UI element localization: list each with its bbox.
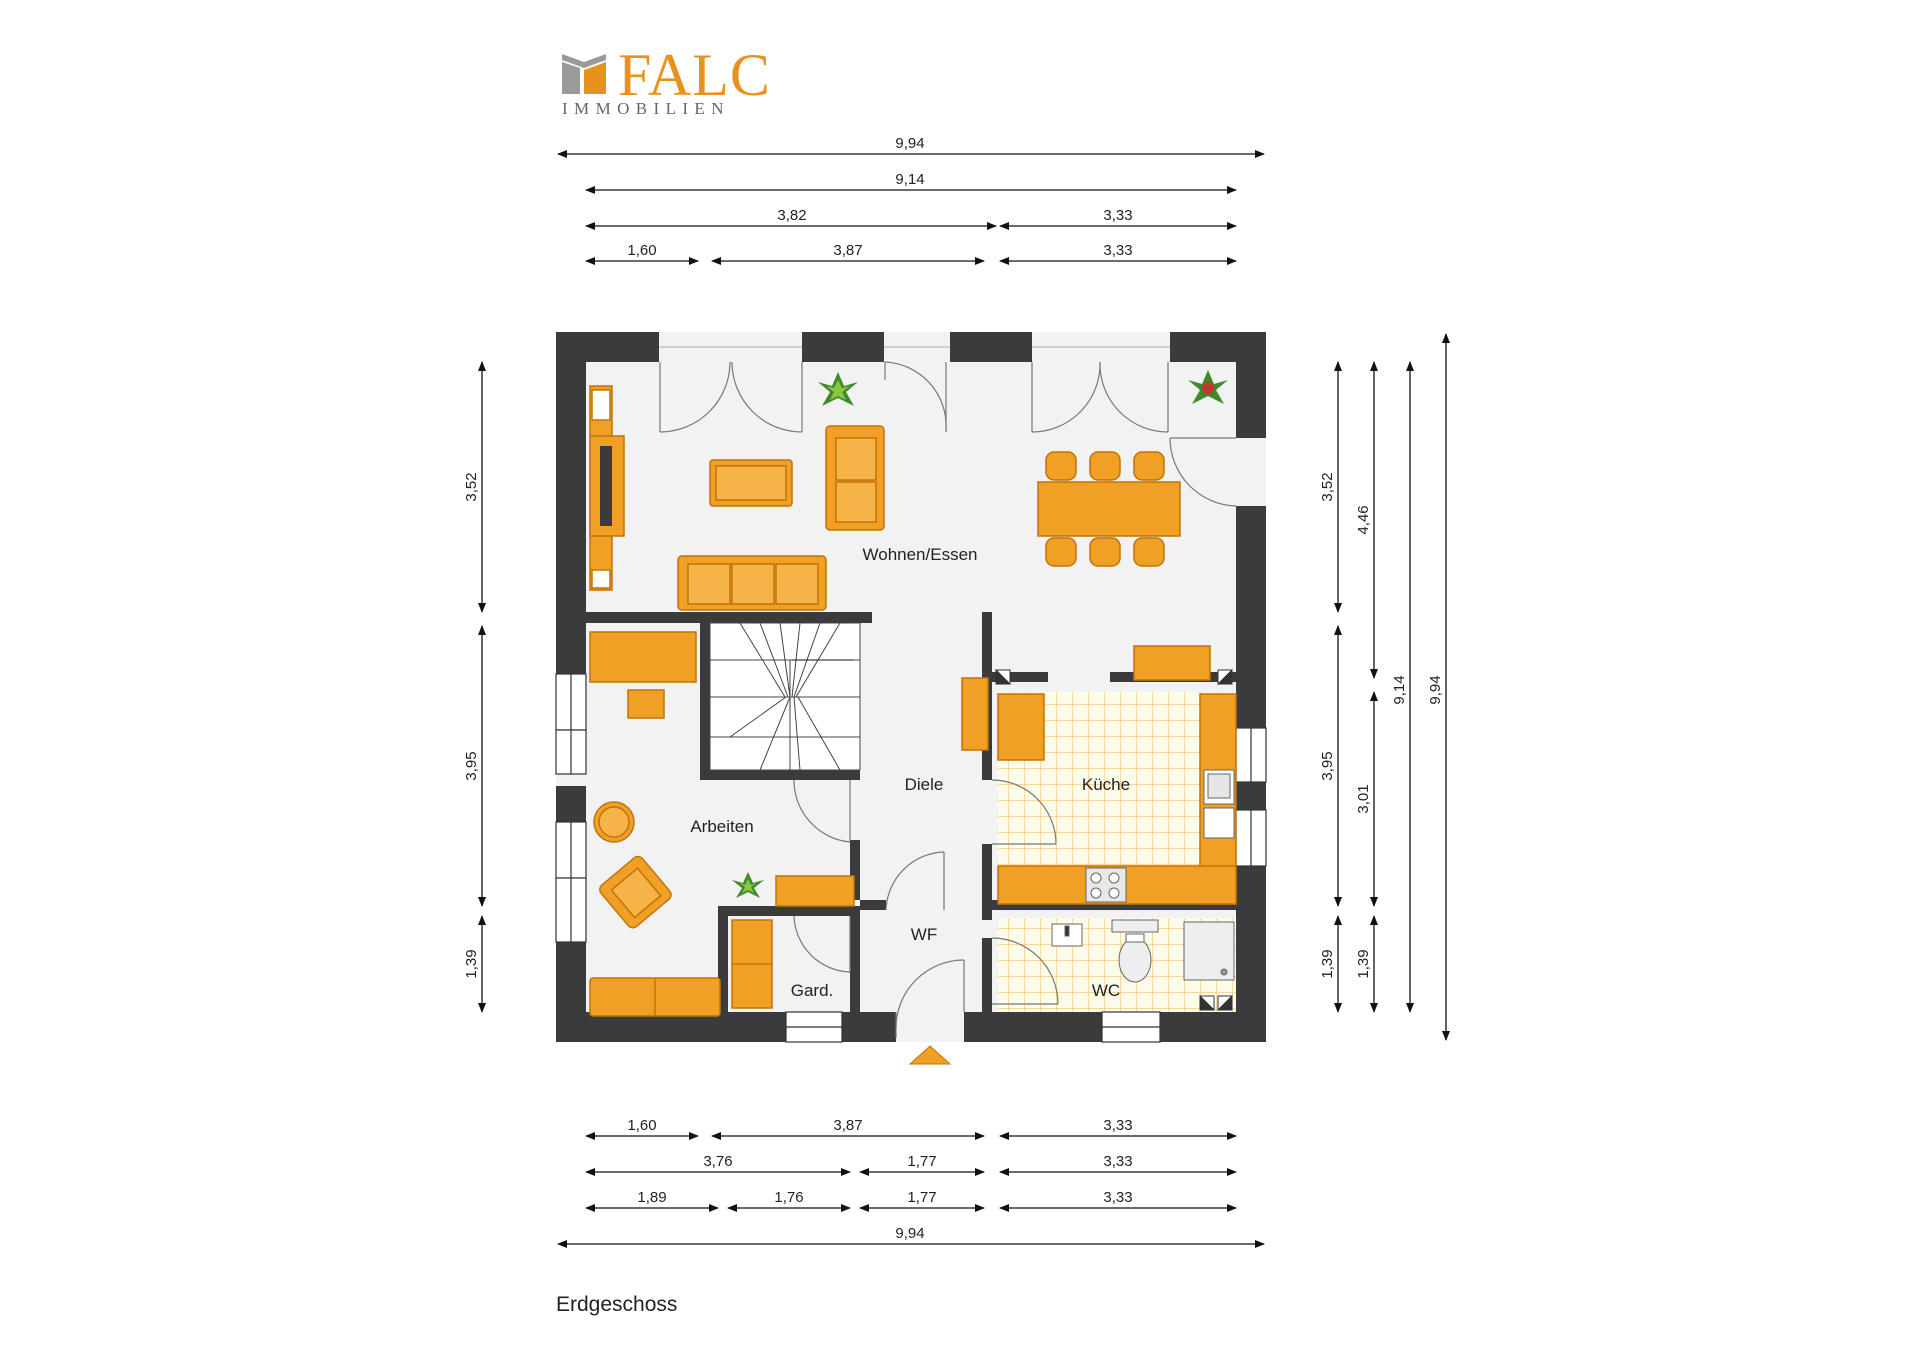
dim-right-c1-1: 3,52	[1319, 472, 1336, 501]
terrace-doors	[659, 346, 1237, 1038]
dim-bottom-seg3: 3,33	[1103, 1117, 1132, 1134]
dim-top-seg1: 1,60	[627, 242, 656, 259]
dimension-labels: 9,94 9,14 3,82 3,33 1,60 3,87 3,33 1,60 …	[463, 135, 1444, 1242]
dim-bottom-total: 9,94	[895, 1225, 924, 1242]
room-label-diele: Diele	[905, 775, 944, 794]
dim-right-c2-3: 1,39	[1355, 949, 1372, 978]
floor-caption: Erdgeschoss	[556, 1293, 678, 1316]
wc-fixtures	[1051, 919, 1235, 983]
dining-table	[1037, 481, 1181, 537]
plant-icon	[1188, 370, 1228, 404]
dim-right-c1-2: 3,95	[1319, 751, 1336, 780]
dim-left-1: 3,52	[463, 472, 480, 501]
dimension-lines	[478, 150, 1450, 1248]
kitchen-counter-left	[997, 693, 1045, 761]
dim-right-c2-2: 3,01	[1355, 784, 1372, 813]
room-label-gard: Gard.	[791, 981, 834, 1000]
dining-chairs	[1045, 451, 1165, 567]
dim-left-3: 1,39	[463, 949, 480, 978]
room-label-wc: WC	[1092, 981, 1120, 1000]
dim-top-left: 3,82	[777, 207, 806, 224]
kitchen-appliances	[1085, 769, 1235, 903]
dim-bottom-row3-d: 3,33	[1103, 1189, 1132, 1206]
windows	[555, 673, 1267, 1043]
sideboard	[775, 875, 855, 907]
plant-icon	[732, 872, 764, 898]
room-label-arbeiten: Arbeiten	[690, 817, 753, 836]
brand-logo: FALC IMMOBILIEN	[560, 40, 800, 125]
dim-right-c4: 9,94	[1427, 675, 1444, 704]
desk-chair	[627, 689, 665, 719]
staircase	[709, 622, 861, 771]
dim-bottom-row2-a: 3,76	[703, 1153, 732, 1170]
toilet-icon	[1111, 919, 1159, 933]
falc-logo-icon	[562, 54, 606, 94]
dim-top-seg2: 3,87	[833, 242, 862, 259]
dim-right-c2-1: 4,46	[1355, 505, 1372, 534]
dim-top-total: 9,94	[895, 135, 924, 152]
dim-right-c3: 9,14	[1391, 675, 1408, 704]
brand-name: FALC	[618, 42, 771, 108]
dim-bottom-row2-c: 3,33	[1103, 1153, 1132, 1170]
dim-bottom-row3-c: 1,77	[907, 1189, 936, 1206]
plant-icon	[818, 372, 858, 406]
dim-bottom-seg2: 3,87	[833, 1117, 862, 1134]
kitchen-bench	[1133, 645, 1211, 681]
dim-bottom-row3-b: 1,76	[774, 1189, 803, 1206]
dim-left-2: 3,95	[463, 751, 480, 780]
room-label-kueche: Küche	[1082, 775, 1130, 794]
diele-bench	[961, 677, 989, 751]
room-label-wohnen: Wohnen/Essen	[863, 545, 978, 564]
dim-top-seg3: 3,33	[1103, 242, 1132, 259]
armchair	[599, 855, 672, 929]
desk	[589, 631, 697, 683]
stove-icon	[1085, 867, 1127, 903]
walls	[556, 332, 1266, 1042]
entrance-arrow-icon	[908, 1045, 952, 1065]
dim-bottom-row2-b: 1,77	[907, 1153, 936, 1170]
dim-top-right: 3,33	[1103, 207, 1132, 224]
dim-bottom-row3-a: 1,89	[637, 1189, 666, 1206]
brand-subtitle: IMMOBILIEN	[562, 99, 730, 118]
dim-bottom-seg1: 1,60	[627, 1117, 656, 1134]
dim-top-inner: 9,14	[895, 171, 924, 188]
dim-right-c1-3: 1,39	[1319, 949, 1336, 978]
room-label-wf: WF	[911, 925, 937, 944]
ducts	[995, 668, 1233, 1011]
